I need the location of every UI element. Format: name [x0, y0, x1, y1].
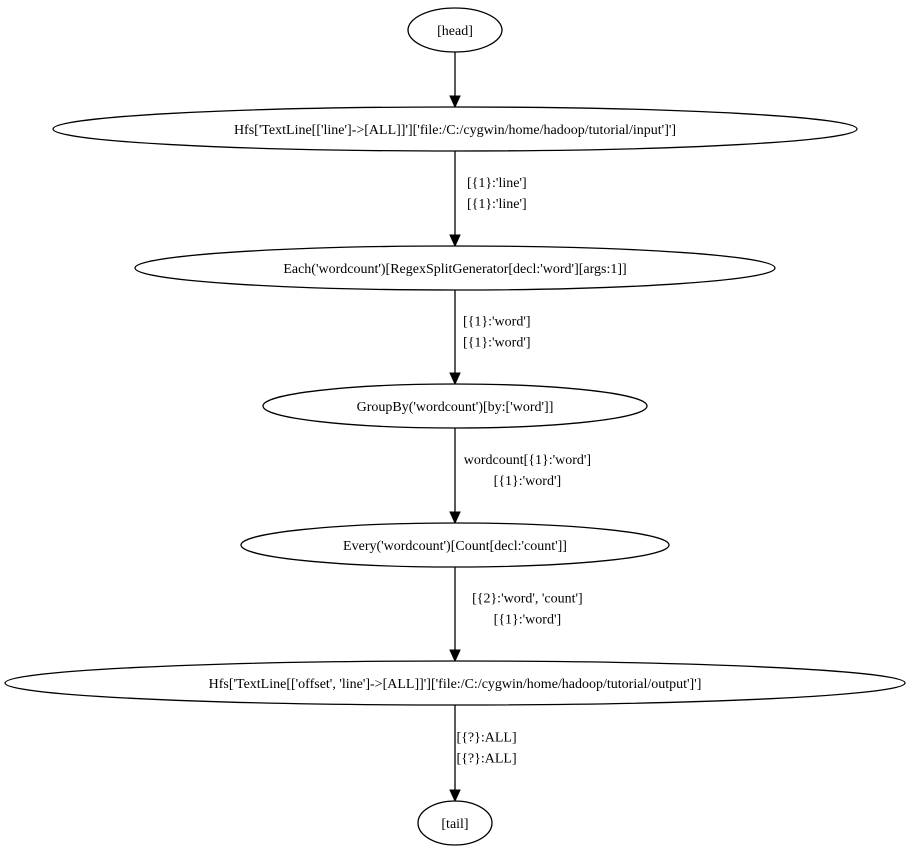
node-source-label: Hfs['TextLine[['line']->[ALL]]']['file:/…	[234, 123, 676, 138]
edge-sink-tail: [{?}:ALL] [{?}:ALL]	[449, 705, 517, 803]
edge-label: [{1}:'line']	[467, 176, 527, 191]
node-head: [head]	[407, 7, 503, 53]
arrowhead-icon	[449, 372, 461, 386]
node-source-shape	[52, 106, 858, 152]
edge-label: [{1}:'line']	[467, 197, 527, 212]
arrowhead-icon	[449, 649, 461, 663]
node-head-label: [head]	[437, 24, 473, 39]
arrowhead-icon	[449, 789, 461, 803]
node-each-label: Each('wordcount')[RegexSplitGenerator[de…	[283, 262, 626, 277]
node-tail-label: [tail]	[441, 817, 468, 832]
edge-source-each: [{1}:'line'] [{1}:'line']	[449, 151, 527, 248]
arrowhead-icon	[449, 511, 461, 525]
edge-label: [{2}:'word', 'count']	[472, 592, 583, 607]
node-each-shape	[134, 245, 776, 291]
edges-layer: [{1}:'line'][{1}:'line'][{1}:'word'][{1}…	[449, 52, 591, 803]
node-tail-shape	[417, 800, 493, 846]
edge-label: [{1}:'word']	[463, 336, 530, 351]
node-every-shape	[240, 522, 670, 568]
node-sink-label: Hfs['TextLine[['offset', 'line']->[ALL]]…	[209, 677, 702, 692]
edge-head-source	[449, 52, 461, 109]
edge-every-sink: [{2}:'word', 'count'] [{1}:'word']	[449, 567, 583, 663]
node-every: Every('wordcount')[Count[decl:'count']]	[240, 522, 670, 568]
edge-label: [{1}:'word']	[463, 315, 530, 330]
node-groupby-shape	[262, 383, 648, 429]
node-source: Hfs['TextLine[['line']->[ALL]]']['file:/…	[52, 106, 858, 152]
arrowhead-icon	[449, 234, 461, 248]
node-tail: [tail]	[417, 800, 493, 846]
node-every-label: Every('wordcount')[Count[decl:'count']]	[343, 539, 567, 554]
node-sink: Hfs['TextLine[['offset', 'line']->[ALL]]…	[4, 660, 906, 706]
edge-each-groupby: [{1}:'word'] [{1}:'word']	[449, 290, 531, 386]
edge-label: [{?}:ALL]	[457, 752, 517, 767]
node-groupby: GroupBy('wordcount')[by:['word']]	[262, 383, 648, 429]
edge-label: [{1}:'word']	[494, 474, 561, 489]
node-each: Each('wordcount')[RegexSplitGenerator[de…	[134, 245, 776, 291]
edge-groupby-every: wordcount[{1}:'word'] [{1}:'word']	[449, 428, 591, 525]
node-head-shape	[407, 7, 503, 53]
edge-label: [{?}:ALL]	[457, 731, 517, 746]
node-sink-shape	[4, 660, 906, 706]
edge-label: wordcount[{1}:'word']	[464, 453, 591, 468]
arrowhead-icon	[449, 95, 461, 109]
nodes-layer: [head] Hfs['TextLine[['line']->[ALL]]']['…	[4, 7, 906, 846]
node-groupby-label: GroupBy('wordcount')[by:['word']]	[357, 400, 554, 415]
edge-label: [{1}:'word']	[494, 613, 561, 628]
